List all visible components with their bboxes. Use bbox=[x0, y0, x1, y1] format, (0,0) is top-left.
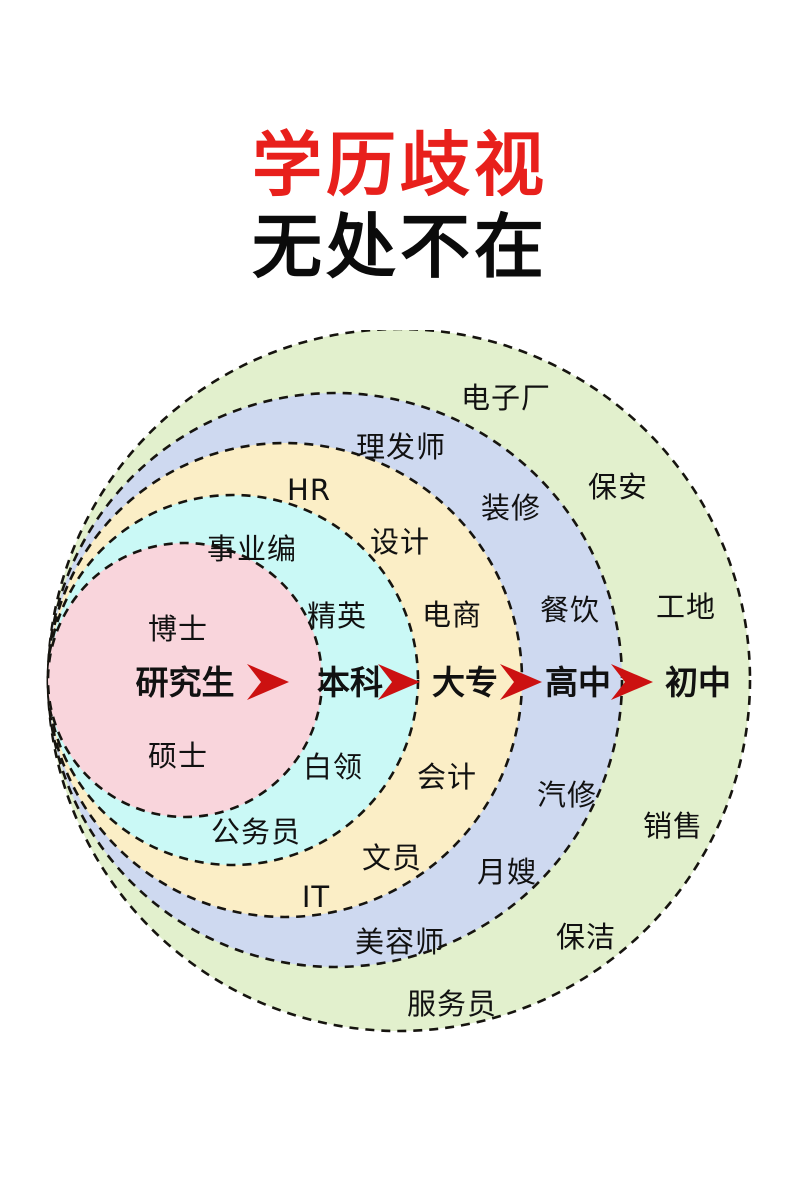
occupation-label-green-5[interactable]: 服务员 bbox=[406, 987, 498, 1021]
progression-arrow-3 bbox=[609, 662, 655, 702]
occupation-label-yellow-2[interactable]: 电商 bbox=[421, 598, 483, 632]
occupation-label-blue-3[interactable]: 汽修 bbox=[536, 778, 598, 812]
progression-arrow-0 bbox=[245, 662, 291, 702]
occupation-label-cyan-2[interactable]: 白领 bbox=[302, 750, 364, 784]
poster-title: 学历歧视 无处不在 bbox=[0, 126, 800, 287]
occupation-label-yellow-3[interactable]: 会计 bbox=[416, 760, 478, 794]
diagram-label-layer: 研究生 博士硕士 本科 事业编精英白领公务员 大专 HR 设计电商会计文员 IT 高中 理发师装修… bbox=[0, 330, 800, 1070]
occupation-label-yellow-0[interactable]: HR bbox=[287, 473, 331, 507]
occupation-label-green-0[interactable]: 电子厂 bbox=[460, 381, 552, 415]
occupation-label-blue-2[interactable]: 餐饮 bbox=[539, 593, 601, 627]
occupation-label-pink-1[interactable]: 硕士 bbox=[147, 739, 209, 773]
ring-circle-pink[interactable] bbox=[46, 541, 324, 819]
title-line-primary: 学历歧视 bbox=[252, 124, 548, 206]
occupation-label-green-4[interactable]: 保洁 bbox=[555, 920, 617, 954]
education-level-label-2[interactable]: 大专 bbox=[432, 663, 498, 702]
occupation-label-blue-5[interactable]: 美容师 bbox=[354, 925, 446, 959]
occupation-label-yellow-1[interactable]: 设计 bbox=[369, 525, 431, 559]
occupation-label-blue-0[interactable]: 理发师 bbox=[355, 430, 447, 464]
occupation-label-pink-0[interactable]: 博士 bbox=[147, 612, 209, 646]
education-level-label-4[interactable]: 初中 bbox=[665, 663, 731, 702]
occupation-label-green-1[interactable]: 保安 bbox=[587, 470, 649, 504]
occupation-label-cyan-0[interactable]: 事业编 bbox=[206, 532, 298, 566]
education-level-label-3[interactable]: 高中 bbox=[545, 663, 611, 702]
occupation-label-cyan-3[interactable]: 公务员 bbox=[210, 815, 302, 849]
occupation-label-blue-1[interactable]: 装修 bbox=[480, 491, 542, 525]
title-line-secondary: 无处不在 bbox=[252, 206, 548, 289]
rings-svg bbox=[46, 330, 752, 1033]
education-level-label-1[interactable]: 本科 bbox=[317, 663, 383, 702]
occupation-label-yellow-5[interactable]: IT bbox=[301, 880, 331, 914]
occupation-label-blue-4[interactable]: 月嫂 bbox=[476, 855, 538, 889]
progression-arrow-2 bbox=[498, 662, 544, 702]
education-level-label-0[interactable]: 研究生 bbox=[135, 663, 235, 702]
progression-arrow-1 bbox=[376, 662, 422, 702]
occupation-label-yellow-4[interactable]: 文员 bbox=[361, 841, 423, 875]
nested-circles-diagram bbox=[0, 330, 800, 1070]
occupation-label-green-2[interactable]: 工地 bbox=[655, 590, 717, 624]
occupation-label-cyan-1[interactable]: 精英 bbox=[306, 599, 368, 633]
occupation-label-green-3[interactable]: 销售 bbox=[642, 809, 704, 843]
